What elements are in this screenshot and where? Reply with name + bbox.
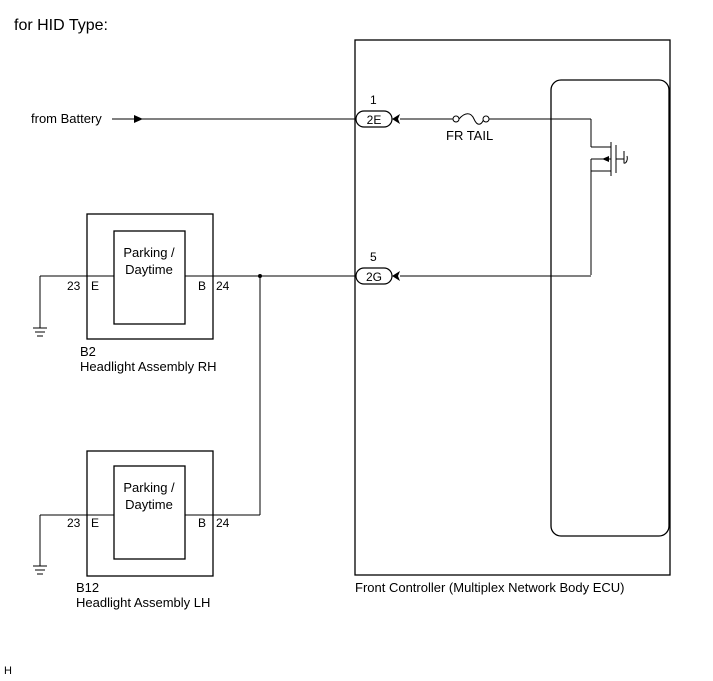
ecu-box bbox=[354, 39, 671, 576]
headlight-rh-module bbox=[113, 230, 186, 325]
headlight-lh-right-term: B bbox=[198, 516, 206, 530]
diagram-title: for HID Type: bbox=[14, 17, 108, 34]
connector-2g-pin: 5 bbox=[370, 250, 377, 264]
fuse-terminal-left bbox=[452, 115, 460, 123]
battery-source-label: from Battery bbox=[31, 111, 102, 126]
fuse-icon bbox=[458, 113, 485, 125]
headlight-rh-inner-line1: Parking / bbox=[123, 245, 175, 260]
headlight-rh-left-term: E bbox=[91, 279, 99, 293]
connector-2g-terminal-icon bbox=[392, 271, 400, 281]
battery-arrow-icon bbox=[134, 115, 143, 123]
fet-arrow-icon bbox=[602, 156, 609, 162]
ecu-label: Front Controller (Multiplex Network Body… bbox=[355, 580, 624, 595]
ecu-inner-module bbox=[550, 79, 670, 537]
headlight-rh-right-pin: 24 bbox=[216, 279, 230, 293]
footer-mark: H bbox=[4, 665, 12, 677]
headlight-lh-right-pin: 24 bbox=[216, 516, 230, 530]
headlight-lh-module bbox=[113, 465, 186, 560]
headlight-lh-inner-line2: Daytime bbox=[125, 497, 173, 512]
headlight-rh-right-term: B bbox=[198, 279, 206, 293]
headlight-rh-code: B2 bbox=[80, 344, 96, 359]
headlight-rh-inner-line2: Daytime bbox=[125, 262, 173, 277]
ground-icon bbox=[33, 327, 47, 337]
headlight-lh-code: B12 bbox=[76, 580, 99, 595]
ground-icon bbox=[33, 565, 47, 575]
headlight-lh-name: Headlight Assembly LH bbox=[76, 595, 210, 610]
headlight-lh-box bbox=[86, 450, 214, 577]
headlight-lh-inner-line1: Parking / bbox=[123, 480, 175, 495]
headlight-rh-name: Headlight Assembly RH bbox=[80, 359, 217, 374]
connector-2e-terminal-icon bbox=[392, 114, 400, 124]
connector-2g-label: 2G bbox=[366, 270, 382, 284]
fuse-terminal-right bbox=[482, 115, 490, 123]
connector-2e-label: 2E bbox=[367, 113, 382, 127]
connector-2e-pin: 1 bbox=[370, 93, 377, 107]
fet-gate-symbol-icon bbox=[623, 151, 628, 164]
headlight-rh-left-pin: 23 bbox=[67, 279, 81, 293]
fuse-label: FR TAIL bbox=[446, 128, 493, 143]
headlight-lh-left-term: E bbox=[91, 516, 99, 530]
headlight-lh-left-pin: 23 bbox=[67, 516, 81, 530]
